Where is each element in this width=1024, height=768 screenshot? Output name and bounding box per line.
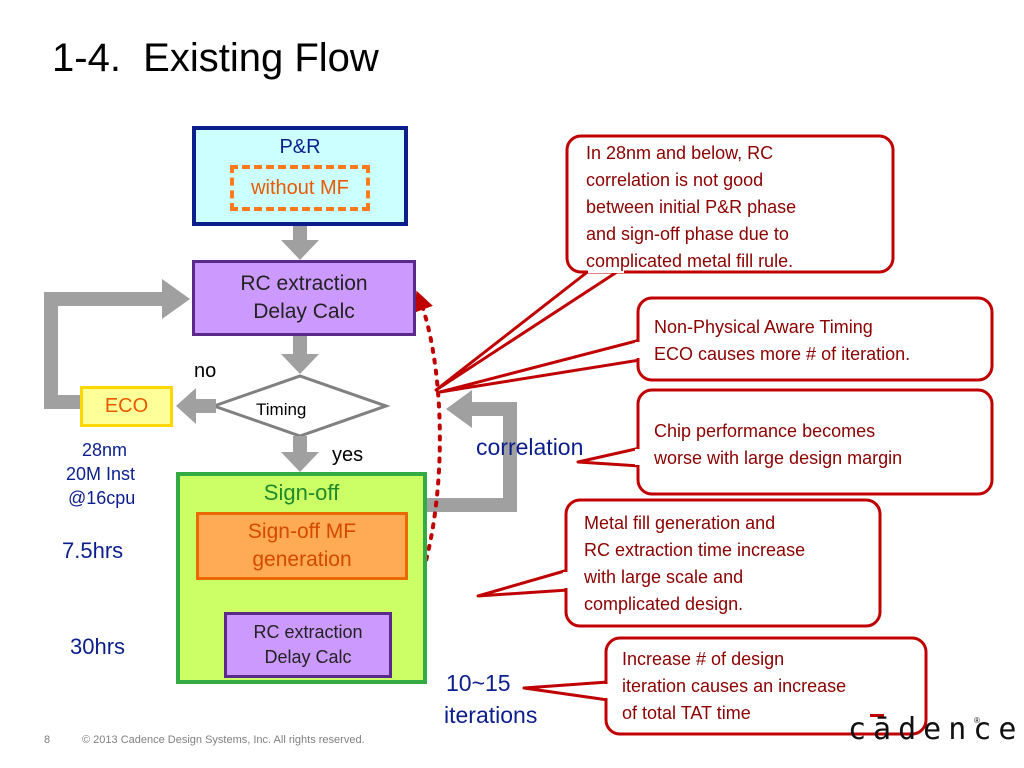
copyright-text: © 2013 Cadence Design Systems, Inc. All … — [82, 734, 365, 746]
callout-rc-correlation: In 28nm and below, RC correlation is not… — [586, 140, 796, 275]
callout-line: Chip performance becomes — [654, 421, 876, 441]
callout-line: worse with large design margin — [654, 448, 903, 468]
signoff-mf-line1: Sign-off MF — [247, 520, 357, 543]
cadence-logo: cādence — [848, 712, 1024, 747]
page-title: 1-4. Existing Flow — [52, 36, 379, 80]
correlation-label: correlation — [476, 434, 584, 460]
rc-extraction-box: RC extraction Delay Calc — [192, 260, 416, 336]
callout-metal-fill: Metal fill generation and RC extraction … — [584, 510, 805, 618]
rc-extraction-line2: Delay Calc — [253, 300, 355, 323]
timing-label: Timing — [256, 400, 307, 419]
pr-label: P&R — [279, 136, 321, 158]
arrow-eco-loop — [44, 279, 190, 409]
signoff-mf-box: Sign-off MF generation — [196, 512, 408, 580]
signoff-rc-line2: Delay Calc — [264, 647, 352, 667]
logo-accent — [870, 714, 884, 717]
yes-label: yes — [332, 444, 364, 466]
callout-eco-iteration: Non-Physical Aware Timing ECO causes mor… — [654, 314, 910, 368]
without-mf-box: without MF — [230, 165, 370, 211]
callout-line: between initial P&R phase — [586, 197, 797, 217]
instance-count-label: 20M Inst — [66, 464, 136, 484]
tech-node-label: 28nm — [82, 440, 128, 460]
callout-eco-iteration-shape — [438, 296, 994, 394]
signoff-mf-line2: generation — [252, 548, 352, 571]
callout-metal-fill-shape — [476, 498, 882, 628]
rc-runtime-label: 30hrs — [70, 634, 126, 659]
callout-line: ECO causes more # of iteration. — [654, 344, 911, 364]
mf-runtime-label: 7.5hrs — [62, 538, 124, 563]
callout-line: Non-Physical Aware Timing — [654, 317, 873, 337]
signoff-label: Sign-off — [263, 480, 340, 505]
arrow-correlation — [427, 390, 517, 512]
callout-line: In 28nm and below, RC — [586, 143, 774, 163]
cpu-count-label: @16cpu — [68, 488, 136, 508]
callout-line: with large scale and — [584, 567, 744, 587]
page-number: 8 — [44, 734, 51, 746]
signoff-rc-extraction-box: RC extraction Delay Calc — [224, 612, 392, 678]
callout-line: complicated design. — [584, 594, 744, 614]
callout-tat-shape — [522, 636, 928, 736]
registered-mark: ® — [974, 716, 980, 725]
callout-line: complicated metal fill rule. — [586, 251, 794, 271]
arrow-rc-to-timing — [281, 336, 319, 374]
callout-line: RC extraction time increase — [584, 540, 806, 560]
callout-line: Increase # of design — [622, 649, 785, 669]
eco-box: ECO — [80, 386, 173, 427]
arrow-timing-to-signoff — [281, 436, 319, 472]
callout-performance-shape — [576, 388, 994, 496]
no-label: no — [194, 360, 217, 382]
callout-line: iteration causes an increase — [622, 676, 847, 696]
callout-line: of total TAT time — [622, 703, 751, 723]
callout-line: correlation is not good — [586, 170, 764, 190]
callout-line: Metal fill generation and — [584, 513, 776, 533]
arrow-timing-to-eco — [176, 388, 216, 424]
pr-box: P&R without MF — [192, 126, 408, 226]
signoff-rc-line1: RC extraction — [253, 622, 363, 642]
without-mf-label: without MF — [251, 176, 349, 199]
callout-line: and sign-off phase due to — [586, 224, 789, 244]
rc-extraction-line1: RC extraction — [240, 272, 368, 295]
iteration-count-label: 10~15 — [446, 670, 511, 696]
callout-rc-correlation-shape — [434, 134, 895, 392]
eco-label: ECO — [104, 395, 149, 417]
callout-tat: Increase # of design iteration causes an… — [622, 646, 846, 727]
callout-performance: Chip performance becomes worse with larg… — [654, 418, 902, 472]
iterations-label: iterations — [444, 702, 538, 728]
arrow-pr-to-rc — [281, 226, 319, 260]
